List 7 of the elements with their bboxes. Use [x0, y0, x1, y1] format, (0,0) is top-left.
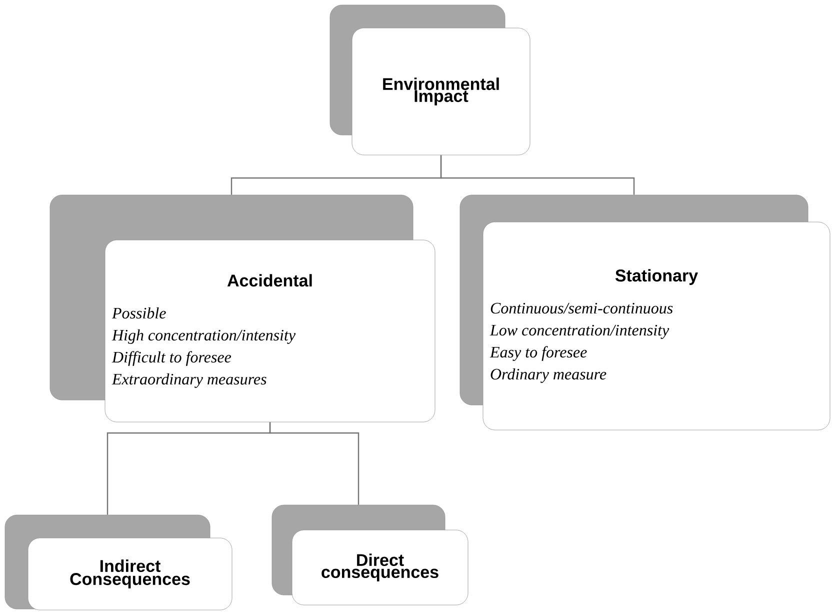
card: Accidental Possible High concentration/intensity Difficult to foresee Extraordinary measures: [50, 194, 436, 422]
card: Direct consequences: [272, 504, 468, 606]
connector: [440, 155, 635, 195]
card: Stationary Continuous/semi-continuous Low concentration/intensity Easy to foresee Ordinary measure: [460, 194, 830, 430]
card: Environmental Impact: [330, 4, 530, 156]
connector: [269, 422, 360, 505]
card: Indirect Consequences: [4, 514, 232, 610]
